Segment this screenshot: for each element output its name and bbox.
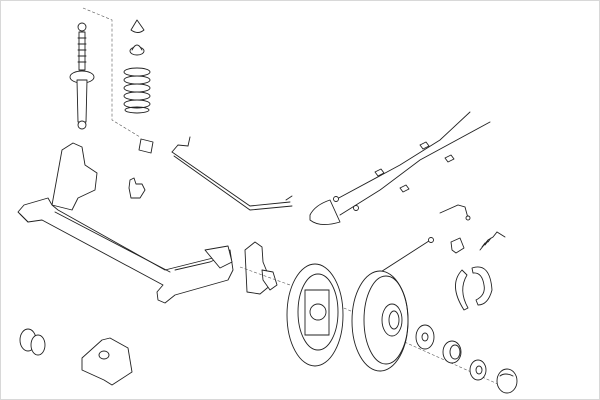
hub-nut[interactable] bbox=[442, 340, 462, 364]
axle-bushing[interactable] bbox=[19, 328, 46, 356]
handbrake-cables[interactable] bbox=[309, 111, 491, 225]
brake-shoes[interactable] bbox=[455, 266, 493, 311]
mounting-bracket[interactable] bbox=[81, 337, 133, 386]
return-spring[interactable] bbox=[479, 231, 506, 251]
assembly-guide-line bbox=[82, 7, 141, 138]
wheel-bearing[interactable] bbox=[415, 324, 435, 350]
wheel-cylinder[interactable] bbox=[450, 237, 465, 254]
coil-spring[interactable] bbox=[123, 67, 151, 114]
brake-hose[interactable] bbox=[439, 204, 471, 221]
brake-backing-plate[interactable] bbox=[286, 263, 344, 367]
rubber-bushing-clip[interactable] bbox=[128, 138, 154, 199]
spring-top-mount[interactable] bbox=[129, 19, 145, 56]
rear-axle-beam[interactable] bbox=[17, 142, 234, 304]
brake-drum[interactable] bbox=[351, 270, 409, 372]
washer[interactable] bbox=[469, 359, 487, 381]
shock-absorber[interactable] bbox=[69, 22, 95, 130]
anti-roll-bar[interactable] bbox=[171, 136, 293, 211]
dust-cap[interactable] bbox=[496, 368, 518, 394]
stub-axle[interactable] bbox=[244, 241, 278, 295]
